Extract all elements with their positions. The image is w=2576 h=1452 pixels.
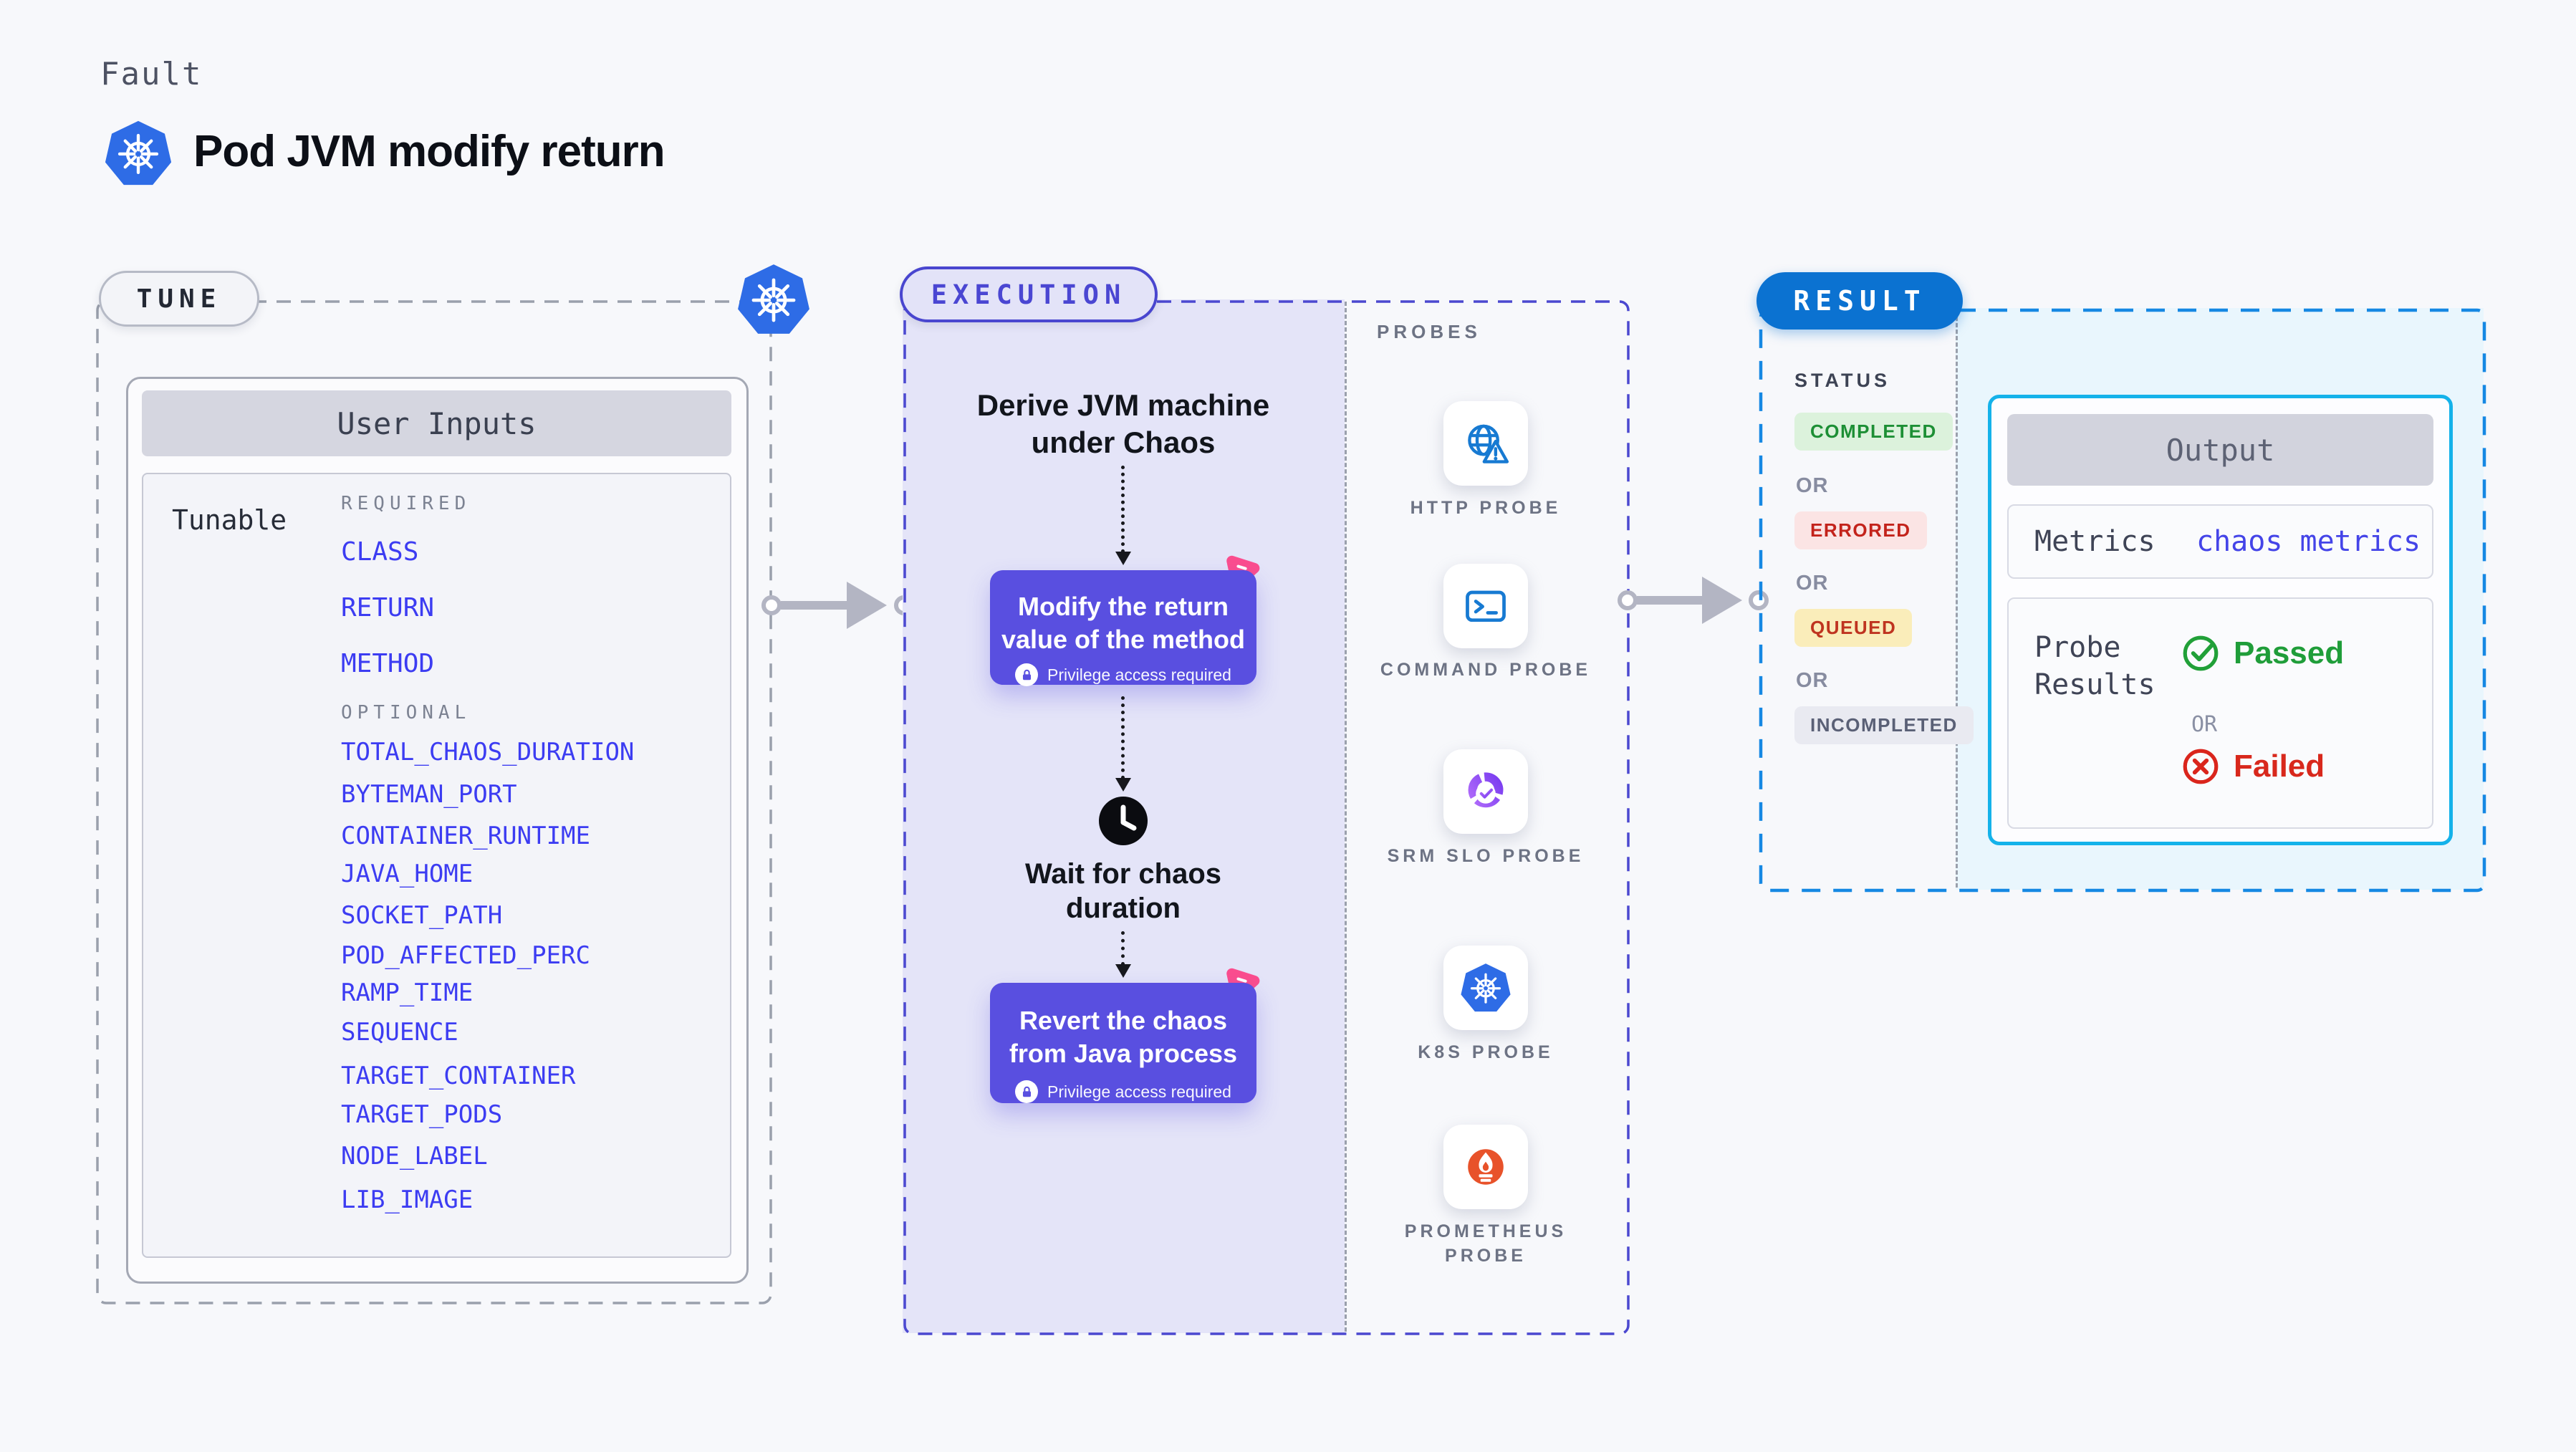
result-separator xyxy=(1956,310,1958,888)
arrow-head xyxy=(1702,577,1742,624)
dotted-arrow xyxy=(1121,931,1125,966)
x-circle-icon xyxy=(2183,749,2219,784)
modify-return-card: Modify the return value of the method Pr… xyxy=(990,570,1256,686)
probe-label: HTTP PROBE xyxy=(1410,498,1562,518)
or-label: OR xyxy=(1796,474,1829,497)
status-badge-errored: ERRORED xyxy=(1794,511,1927,549)
privilege-badge: Privilege access required xyxy=(1047,1082,1231,1101)
or-label: OR xyxy=(1796,572,1829,595)
output-card: Output Metrics chaos metrics Probe Resul… xyxy=(1988,395,2453,845)
param-link[interactable]: TOTAL_CHAOS_DURATION xyxy=(341,738,635,766)
probe-results-row: Probe Results Passed OR Failed xyxy=(2007,597,2433,829)
param-link[interactable]: SOCKET_PATH xyxy=(341,901,503,930)
terminal-icon xyxy=(1466,590,1506,622)
fault-eyebrow: Fault xyxy=(100,56,203,92)
srm-slo-probe-card xyxy=(1443,749,1528,834)
wait-step-text: Wait for chaos duration xyxy=(1024,858,1222,924)
derive-step-text: Derive JVM machine under Chaos xyxy=(976,388,1270,459)
arrow-right-connector xyxy=(781,601,851,610)
param-link[interactable]: POD_AFFECTED_PERC xyxy=(341,941,590,970)
connector-dot xyxy=(1749,590,1769,610)
param-link[interactable]: CLASS xyxy=(341,537,419,567)
param-link[interactable]: RAMP_TIME xyxy=(341,979,474,1007)
probe-label: K8S PROBE xyxy=(1418,1042,1554,1062)
page-title: Pod JVM modify return xyxy=(193,127,665,176)
gauge-check-icon xyxy=(1468,772,1504,808)
metrics-label: Metrics xyxy=(2034,525,2156,558)
probe-label: COMMAND PROBE xyxy=(1380,660,1592,680)
dotted-arrow-head xyxy=(1115,778,1131,792)
result-dashed-box xyxy=(1759,308,2486,893)
execution-pill: EXECUTION xyxy=(900,266,1158,322)
passed-indicator: Passed xyxy=(2181,633,2344,673)
status-badge-completed: COMPLETED xyxy=(1794,413,1953,451)
tune-pill: TUNE xyxy=(99,271,259,327)
output-header: Output xyxy=(2007,414,2433,486)
status-badge-incompleted: INCOMPLETED xyxy=(1794,706,1974,744)
command-probe-card xyxy=(1443,564,1528,648)
param-link[interactable]: BYTEMAN_PORT xyxy=(341,780,517,809)
dotted-arrow xyxy=(1121,696,1125,779)
metrics-row: Metrics chaos metrics xyxy=(2007,504,2433,579)
result-pill: RESULT xyxy=(1756,272,1963,330)
arrow-head xyxy=(847,582,887,629)
clock-icon xyxy=(1099,797,1148,845)
required-group-label: REQUIRED xyxy=(341,493,471,514)
user-inputs-header: User Inputs xyxy=(142,390,731,456)
lock-icon xyxy=(1015,663,1039,686)
param-link[interactable]: SEQUENCE xyxy=(341,1018,458,1047)
privilege-badge: Privilege access required xyxy=(1047,665,1231,684)
kubernetes-icon xyxy=(738,264,809,334)
dotted-arrow xyxy=(1121,466,1125,553)
tunable-label: Tunable xyxy=(172,504,287,536)
tune-dashed-box xyxy=(96,300,772,1304)
prometheus-icon xyxy=(1468,1149,1504,1185)
globe-alert-icon xyxy=(1468,424,1509,463)
param-link[interactable]: TARGET_PODS xyxy=(341,1100,503,1129)
connector-dot xyxy=(761,595,782,615)
or-label: OR xyxy=(2191,712,2218,737)
dotted-arrow-head xyxy=(1115,552,1131,565)
probes-column-label: PROBES xyxy=(1377,321,1481,342)
param-link[interactable]: METHOD xyxy=(341,649,435,678)
probe-results-label: Probe Results xyxy=(2034,631,2156,701)
kubernetes-icon xyxy=(1461,963,1511,1012)
lock-icon xyxy=(1015,1080,1039,1103)
param-link[interactable]: CONTAINER_RUNTIME xyxy=(341,822,590,850)
or-label: OR xyxy=(1796,669,1829,692)
param-link[interactable]: JAVA_HOME xyxy=(341,860,474,888)
param-link[interactable]: NODE_LABEL xyxy=(341,1142,488,1170)
status-badge-queued: QUEUED xyxy=(1794,609,1913,647)
optional-group-label: OPTIONAL xyxy=(341,702,471,723)
http-probe-card xyxy=(1443,401,1528,486)
user-inputs-list: Tunable REQUIRED CLASS RETURN METHOD OPT… xyxy=(142,473,731,1258)
check-circle-icon xyxy=(2183,635,2219,671)
kubernetes-icon xyxy=(105,120,172,186)
probes-separator xyxy=(1345,302,1347,1332)
metrics-value-link[interactable]: chaos metrics xyxy=(2196,525,2421,558)
k8s-probe-card xyxy=(1443,946,1528,1030)
failed-indicator: Failed xyxy=(2181,746,2325,787)
param-link[interactable]: TARGET_CONTAINER xyxy=(341,1062,576,1090)
revert-chaos-card: Revert the chaos from Java process Privi… xyxy=(990,983,1256,1103)
probe-label: SRM SLO PROBE xyxy=(1387,846,1585,866)
status-label: STATUS xyxy=(1794,370,1890,391)
execution-dashed-box xyxy=(903,300,1630,1335)
probe-label: PROMETHEUS PROBE xyxy=(1404,1221,1567,1266)
prometheus-probe-card xyxy=(1443,1125,1528,1209)
arrow-right-connector xyxy=(1637,596,1705,605)
param-link[interactable]: RETURN xyxy=(341,593,435,622)
dotted-arrow-head xyxy=(1115,964,1131,978)
connector-dot xyxy=(1618,590,1638,610)
param-link[interactable]: LIB_IMAGE xyxy=(341,1186,474,1214)
